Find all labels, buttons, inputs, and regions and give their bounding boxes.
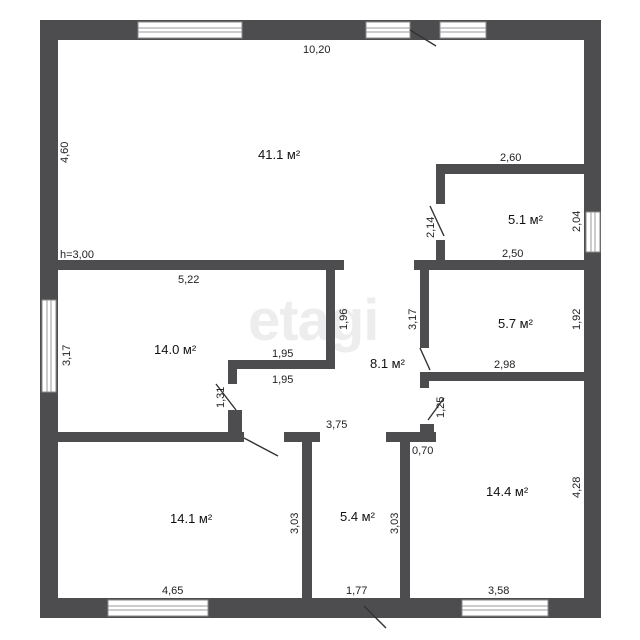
room-area-hall: 8.1 м² [370, 356, 406, 371]
room-area-corridor: 5.4 м² [340, 509, 376, 524]
dim-small-room-height: 2,04 [571, 211, 583, 232]
dim-hall-left-height: 3,17 [407, 309, 419, 330]
room-area-bottom-left: 14.1 м² [170, 511, 213, 526]
room-area-left-middle: 14.0 м² [154, 342, 197, 357]
dim-bottom-right-width: 3,58 [488, 585, 509, 597]
door-corridor-bottom [363, 605, 387, 629]
room-area-small-top-right: 5.1 м² [508, 212, 544, 227]
wall-outer-right [584, 20, 601, 618]
dim-corridor-bottom-width: 1,77 [346, 585, 367, 597]
room-area-right-middle: 5.7 м² [498, 316, 534, 331]
dim-left-top-height: 4,60 [59, 142, 71, 163]
dim-top-width: 10,20 [303, 44, 331, 56]
wall-small-room-top [436, 164, 586, 174]
wall-closet-left [228, 360, 237, 384]
wall-right-middle-bottom [420, 372, 586, 381]
dim-closet-height: 1,96 [338, 309, 350, 330]
ceiling-height: h=3,00 [60, 249, 94, 261]
wall-corridor-top-right [386, 432, 436, 442]
window-left [41, 299, 57, 393]
dim-mid-right-width-top: 2,50 [502, 248, 523, 260]
wall-living-bottom-right [414, 260, 586, 270]
door-bottom-right [427, 397, 445, 421]
doors [215, 29, 445, 629]
dim-bottom-right-height: 4,28 [571, 477, 583, 498]
dim-mid-left-width: 5,22 [178, 274, 199, 286]
wall-corridor-left [302, 432, 312, 602]
dim-door-right: 1,25 [435, 397, 447, 418]
dim-left-mid-height: 3,17 [61, 345, 73, 366]
room-area-living: 41.1 м² [258, 147, 301, 162]
wall-closet-right [326, 260, 335, 368]
dim-corridor-right-height: 3,03 [389, 513, 401, 534]
window-right [585, 211, 601, 253]
room-areas: 41.1 м² 5.1 м² 5.7 м² 14.0 м² 8.1 м² 14.… [154, 147, 544, 526]
window-top-middle [365, 21, 411, 39]
dimension-labels: 10,20 4,60 h=3,00 2,60 2,04 2,14 2,50 5,… [59, 44, 583, 597]
dim-small-room-width: 2,60 [500, 152, 521, 164]
wall-closet-bottom [228, 360, 335, 369]
wall-living-bottom-left [56, 260, 344, 270]
door-small-room [429, 205, 445, 237]
wall-small-room-left-upper [436, 164, 445, 204]
wall-small-room-left-lower [436, 240, 445, 266]
windows [41, 21, 601, 617]
dim-corridor-left-height: 3,03 [289, 513, 301, 534]
window-bottom-left [107, 599, 209, 617]
door-left-middle [215, 383, 237, 411]
dim-closet-width-b: 1,95 [272, 374, 293, 386]
door-right-middle [419, 347, 431, 371]
room-area-bottom-right: 14.4 м² [486, 484, 529, 499]
dim-corridor-width: 3,75 [326, 419, 347, 431]
door-bottom-left [243, 437, 279, 457]
dim-wall-thickness: 0,70 [412, 445, 433, 457]
door-entrance-top [409, 29, 437, 47]
wall-bottom-left-top-stub [228, 410, 242, 442]
dim-mid-right-height: 1,92 [571, 309, 583, 330]
watermark: etagi [248, 288, 378, 353]
wall-bottom-right-top-stub [420, 424, 434, 442]
wall-corridor-right [400, 432, 410, 602]
dim-door-left: 1,31 [215, 387, 227, 408]
window-top-left [137, 21, 243, 39]
wall-hall-right-upper [420, 260, 429, 348]
dim-bottom-left-width: 4,65 [162, 585, 183, 597]
wall-bottom-left-top [56, 432, 244, 442]
dim-small-room-door: 2,14 [425, 217, 437, 238]
window-top-right [439, 21, 487, 39]
wall-outer-top [40, 20, 601, 40]
window-bottom-right [461, 599, 549, 617]
dim-mid-right-width-bottom: 2,98 [494, 359, 515, 371]
dim-closet-width-a: 1,95 [272, 348, 293, 360]
